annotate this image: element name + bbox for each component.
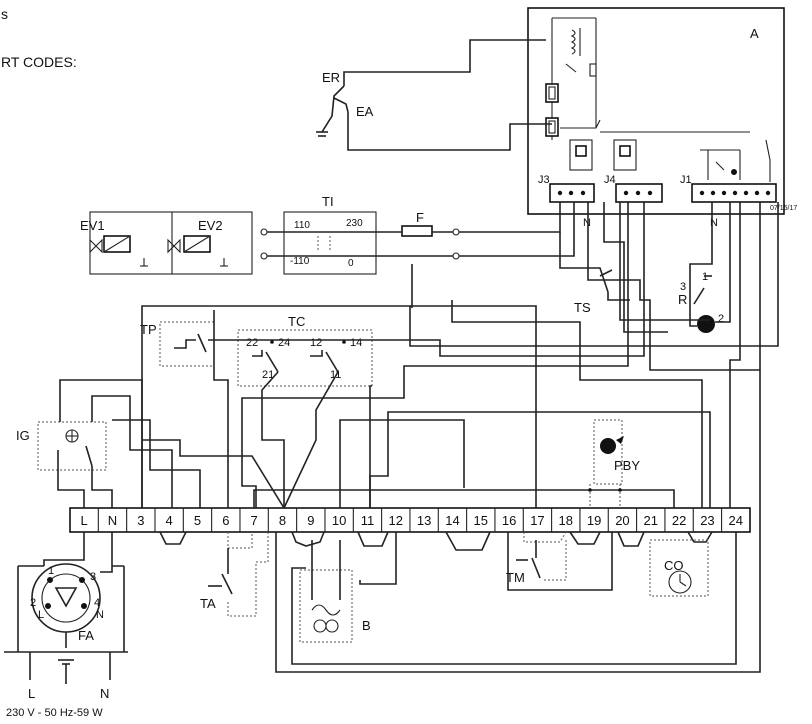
terminal-23: 23: [700, 513, 714, 528]
terminal-20: 20: [615, 513, 629, 528]
terminal-16: 16: [502, 513, 516, 528]
label-tm: TM: [506, 570, 525, 585]
fuse-f: F: [401, 210, 460, 260]
label-tc-22: 22: [246, 337, 258, 349]
label-ti-230: 230: [346, 218, 363, 229]
terminal-12: 12: [389, 513, 403, 528]
label-tp: TP: [140, 322, 157, 337]
pump-icon: [600, 438, 616, 454]
terminal-6: 6: [222, 513, 229, 528]
terminal-9: 9: [307, 513, 314, 528]
label-board-ref: 07/15/17: [770, 205, 797, 212]
relay-r: 3 1 R 2: [678, 202, 731, 333]
terminal-4: 4: [166, 513, 173, 528]
pump-pby: PBY: [588, 419, 640, 508]
terminal-10: 10: [332, 513, 346, 528]
label-j1: J1: [680, 174, 692, 186]
label-relay-pin-1: 1: [702, 271, 708, 283]
terminal-7: 7: [251, 513, 258, 528]
label-f: F: [416, 210, 424, 225]
fan-icon: [54, 587, 78, 608]
control-board-outline: [527, 7, 785, 215]
terminal-13: 13: [417, 513, 431, 528]
control-board-a: A J3 J4 J1 07/15/17: [527, 7, 797, 229]
label-relay-pin-2: 2: [718, 313, 724, 325]
terminal-15: 15: [474, 513, 488, 528]
label-ea: EA: [356, 104, 374, 119]
heater-coil-icon: [311, 604, 341, 616]
label-mains-n: N: [100, 686, 109, 701]
terminal-n: N: [108, 513, 117, 528]
igniter-ig: IG: [16, 421, 107, 471]
terminal-11: 11: [361, 513, 375, 528]
label-mains-l: L: [28, 686, 35, 701]
terminal-21: 21: [644, 513, 658, 528]
label-fa-pin-2: 2: [30, 597, 36, 609]
label-fa-pin-1: 1: [48, 565, 54, 577]
label-supply-rating: 230 V - 50 Hz-59 W: [6, 707, 103, 719]
fuse-icon: [401, 225, 433, 237]
thermostat-tp: TP: [140, 321, 215, 367]
terminal-22: 22: [672, 513, 686, 528]
label-tc: TC: [288, 314, 305, 329]
fan-fa: 1 2 3 4 N L FA: [4, 532, 128, 684]
clock-icon: [668, 570, 692, 594]
label-ts: TS: [574, 300, 591, 315]
label-fa-pin-3: 3: [90, 571, 96, 583]
label-b: B: [362, 618, 371, 633]
component-b: B: [299, 540, 371, 643]
gas-valves: EV1 EV2: [80, 211, 268, 275]
label-ti-110: 110: [294, 220, 310, 231]
label-n-j1: N: [710, 217, 718, 229]
label-ig: IG: [16, 428, 30, 443]
label-fa-pin-n: N: [96, 609, 104, 621]
label-fa-pin-l: L: [38, 609, 44, 621]
label-ev2: EV2: [198, 218, 223, 233]
label-j4: J4: [604, 174, 616, 186]
label-fa-pin-4: 4: [94, 597, 100, 609]
terminal-18: 18: [559, 513, 573, 528]
chrono-co: CO: [649, 539, 709, 597]
header-part-codes: RT CODES:: [1, 54, 77, 70]
terminal-l: L: [81, 513, 88, 528]
thermostat-tc: TC 22 24 12 14 21 11: [237, 314, 373, 387]
relay-coil-icon: [697, 315, 715, 333]
terminal-3: 3: [137, 513, 144, 528]
transformer-ti: TI 110 230 -110 0: [283, 194, 377, 275]
terminal-5: 5: [194, 513, 201, 528]
label-tc-21: 21: [262, 369, 274, 381]
thermostat-tm: TM: [506, 531, 567, 585]
label-n-j3: N: [583, 217, 591, 229]
label-ti: TI: [322, 194, 334, 209]
label-fa: FA: [78, 628, 94, 643]
terminal-19: 19: [587, 513, 601, 528]
label-ev1: EV1: [80, 218, 105, 233]
label-j3: J3: [538, 174, 550, 186]
terminal-14: 14: [445, 513, 459, 528]
label-er: ER: [322, 70, 340, 85]
label-ta: TA: [200, 596, 216, 611]
terminal-strip: L N 3 4 5 6 7 8 9 10 11 12 13 14 15 16 17 18 19 20 21 22 23 24: [69, 507, 751, 533]
ignition-electrode-icon: [321, 85, 345, 133]
label-pby: PBY: [614, 458, 640, 473]
electrodes: ER EA: [316, 39, 552, 151]
label-tc-12: 12: [310, 337, 322, 349]
label-relay-pin-3: 3: [680, 281, 686, 293]
board-coil-icon: [570, 29, 576, 55]
label-tc-24: 24: [278, 337, 290, 349]
terminal-8: 8: [279, 513, 286, 528]
label-co: CO: [664, 558, 684, 573]
label-ti-m110: -110: [290, 256, 310, 267]
label-tc-14: 14: [350, 337, 362, 349]
header-line-1: s: [1, 6, 8, 22]
label-r: R: [678, 292, 687, 307]
terminal-24: 24: [729, 513, 743, 528]
terminal-17: 17: [530, 513, 544, 528]
label-a: A: [750, 26, 759, 41]
label-ti-0: 0: [348, 258, 354, 269]
thermostat-ta: TA: [200, 532, 269, 617]
